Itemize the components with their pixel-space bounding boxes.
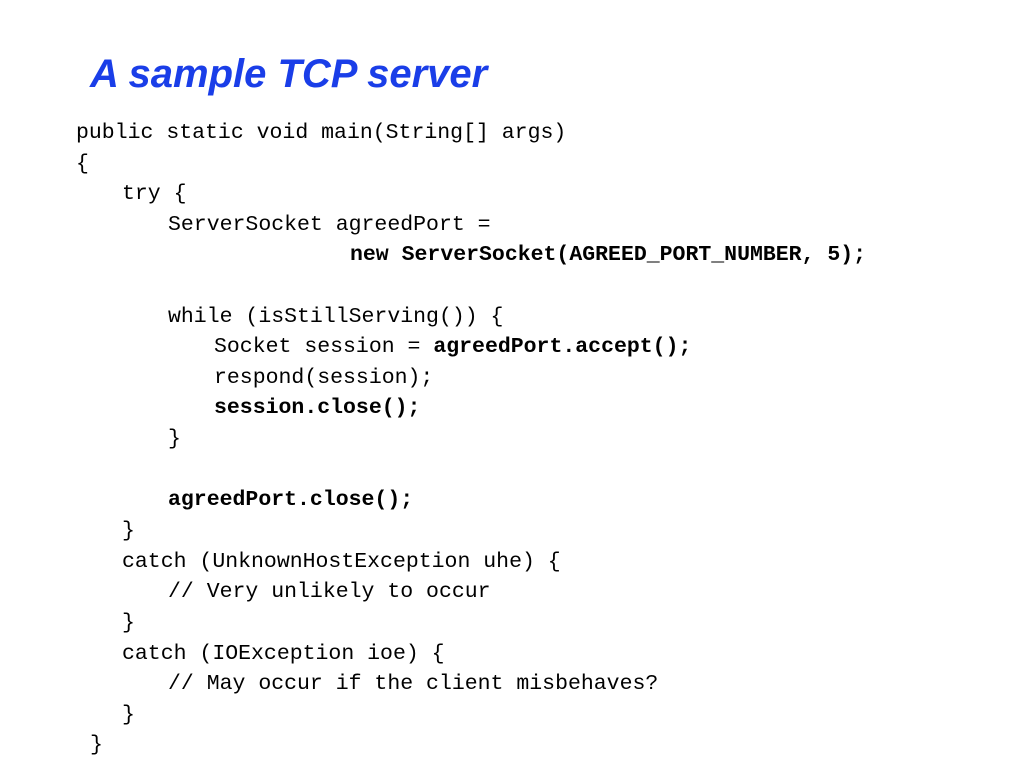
code-line-catch2-close: } — [122, 703, 135, 727]
code-line-open-brace: { — [76, 152, 89, 176]
code-line-main-close: } — [90, 733, 103, 757]
code-line-new-serversocket: new ServerSocket(AGREED_PORT_NUMBER, 5); — [350, 243, 867, 267]
code-line-while: while (isStillServing()) { — [168, 305, 504, 329]
code-line-catch1-close: } — [122, 611, 135, 635]
code-line-try-close: } — [122, 519, 135, 543]
code-line-catch-unknownhost: catch (UnknownHostException uhe) { — [122, 550, 561, 574]
code-accept-call: agreedPort.accept(); — [433, 335, 692, 359]
code-line-main-signature: public static void main(String[] args) — [76, 121, 567, 145]
code-line-comment-unlikely: // Very unlikely to occur — [168, 580, 491, 604]
code-line-respond: respond(session); — [214, 366, 434, 390]
code-line-port-close: agreedPort.close(); — [168, 488, 414, 512]
code-line-comment-misbehaves: // May occur if the client misbehaves? — [168, 672, 659, 696]
code-line-catch-ioexception: catch (IOException ioe) { — [122, 642, 445, 666]
code-line-accept: Socket session = agreedPort.accept(); — [214, 332, 691, 362]
slide-title: A sample TCP server — [90, 52, 488, 96]
code-line-session-close: session.close(); — [214, 396, 421, 420]
code-line-serversocket-decl: ServerSocket agreedPort = — [168, 213, 491, 237]
code-line-try: try { — [122, 182, 187, 206]
code-socket-session: Socket session = — [214, 335, 434, 359]
code-line-while-close: } — [168, 427, 181, 451]
